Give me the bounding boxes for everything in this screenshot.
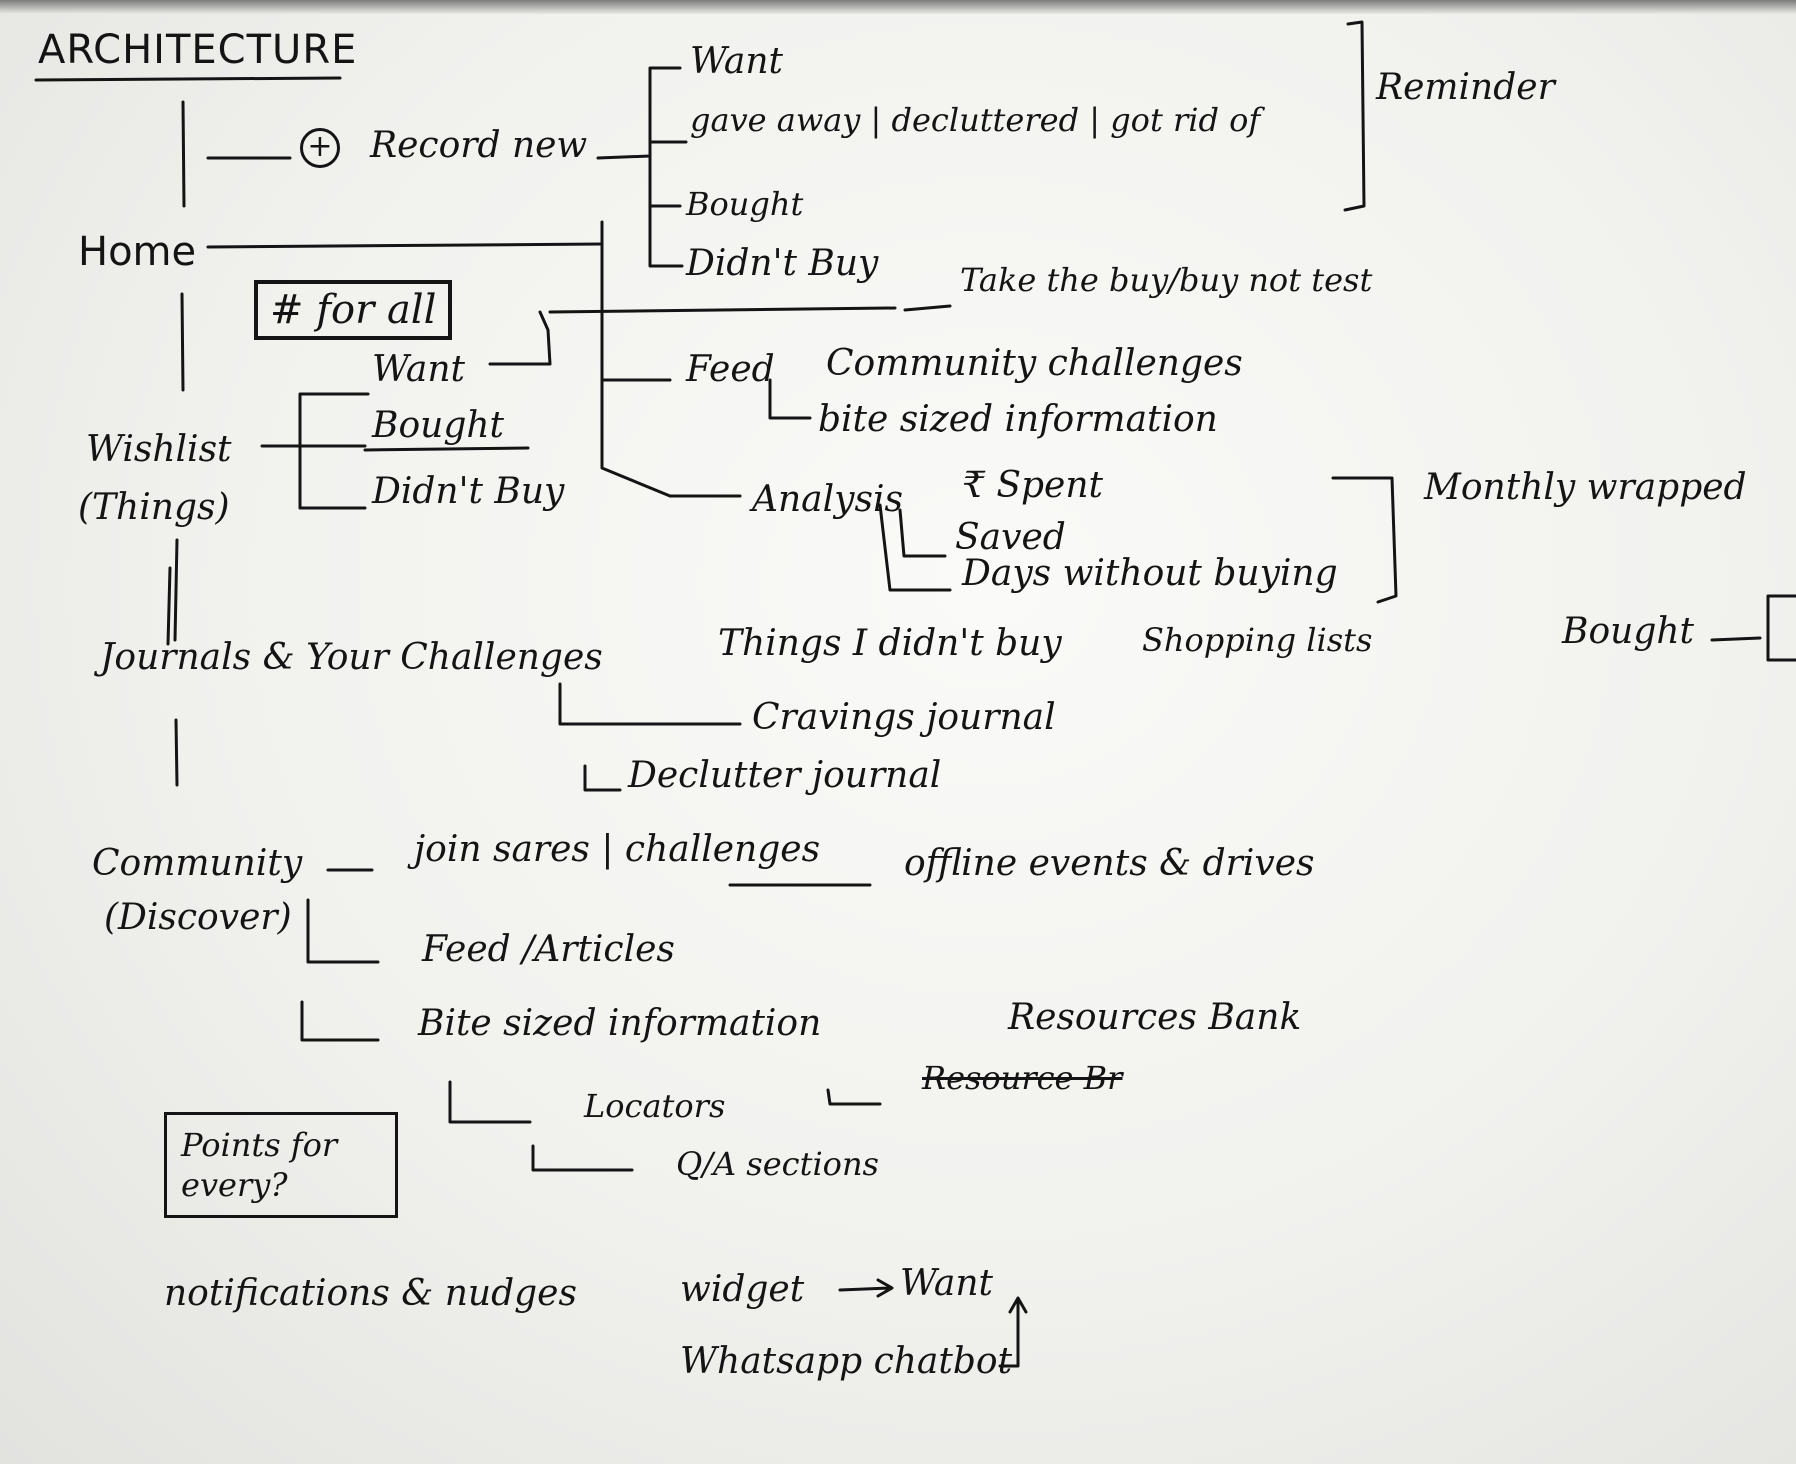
record-gave-away: gave away | decluttered | got rid of xyxy=(690,101,1261,139)
whatsapp-chatbot: Whatsapp chatbot xyxy=(680,1341,1013,1382)
journals-sub-2 xyxy=(583,764,622,792)
analysis-branches xyxy=(878,503,952,592)
notifications-nudges: notifications & nudges xyxy=(164,1273,577,1314)
hash-for-all-box: # for all xyxy=(254,280,453,340)
title-underline xyxy=(34,76,342,82)
record-bracket xyxy=(596,66,688,268)
qa-sections: Q/A sections xyxy=(676,1145,879,1183)
community-offline: offline events & drives xyxy=(904,843,1315,884)
analysis-days: Days without buying xyxy=(962,553,1338,594)
declutter-journal: Declutter journal xyxy=(628,755,942,796)
feed-sub xyxy=(768,378,812,420)
community-bracket xyxy=(300,898,380,1042)
resources-sub xyxy=(826,1088,882,1106)
home-to-right xyxy=(206,242,604,249)
reminder-bracket xyxy=(1343,20,1366,212)
wishlist-label: Wishlist xyxy=(86,429,232,470)
locators: Locators xyxy=(584,1087,726,1125)
community-label: Community xyxy=(92,843,303,884)
widget-want: Want xyxy=(900,1263,993,1304)
community-join: join sares | challenges xyxy=(414,829,821,870)
take-test-note: Take the buy/buy not test xyxy=(960,261,1373,299)
wishlist-sublabel: (Things) xyxy=(78,487,230,528)
take-test-line xyxy=(903,304,952,312)
feed-bite-sized: bite sized information xyxy=(818,399,1218,440)
qa-sub xyxy=(531,1144,634,1172)
analysis-saved: Saved xyxy=(955,517,1066,558)
spine-4 xyxy=(174,718,179,787)
journals-sub-1 xyxy=(558,682,742,726)
reminder-label: Reminder xyxy=(1376,67,1555,108)
spine-2 xyxy=(180,292,185,392)
record-new: Record new xyxy=(370,125,588,166)
spine-1 xyxy=(181,100,186,208)
hash-connector xyxy=(488,306,897,366)
wishlist-down xyxy=(166,566,172,646)
resources-bank: Resources Bank xyxy=(1008,997,1302,1038)
analysis-label: Analysis xyxy=(752,479,903,520)
record-bought: Bought xyxy=(686,185,804,223)
community-feed-articles: Feed /Articles xyxy=(422,929,675,970)
record-want: Want xyxy=(690,41,783,82)
spine-3 xyxy=(173,538,179,642)
journals-label: Journals & Your Challenges xyxy=(100,637,603,678)
shopping-lists: Shopping lists xyxy=(1142,621,1373,659)
wishlist-bracket xyxy=(298,392,370,510)
paper-top-shadow xyxy=(0,0,1796,14)
community-bite-sized: Bite sized information xyxy=(418,1003,822,1044)
resource-struck: Resource Br xyxy=(922,1059,1123,1097)
page-title: ARCHITECTURE xyxy=(38,27,358,73)
bought-right: Bought xyxy=(1562,611,1695,652)
widget-arrow xyxy=(838,1278,894,1298)
widget-label: widget xyxy=(680,1269,805,1310)
feed-community-challenges: Community challenges xyxy=(826,343,1243,384)
wishlist-didnt-buy: Didn't Buy xyxy=(372,471,565,512)
points-note: Points for every? xyxy=(164,1112,398,1218)
journals-things-didnt-buy: Things I didn't buy xyxy=(718,623,1062,664)
home-label: Home xyxy=(78,229,197,275)
analysis-bracket xyxy=(1331,476,1398,604)
cravings-journal: Cravings journal xyxy=(752,697,1056,738)
home-trunk xyxy=(600,220,742,498)
analysis-spent: ₹ Spent xyxy=(962,465,1104,506)
bought-underline xyxy=(363,446,530,452)
community-sublabel: (Discover) xyxy=(104,897,292,938)
wishlist-want: Want xyxy=(372,349,465,390)
bite-sub xyxy=(448,1080,532,1124)
record-didnt-buy: Didn't Buy xyxy=(686,243,879,284)
monthly-wrapped: Monthly wrapped xyxy=(1424,467,1747,508)
chatbot-up xyxy=(998,1296,1028,1368)
bought-right-line xyxy=(1710,594,1796,662)
feed-label: Feed xyxy=(686,349,775,390)
wishlist-bought: Bought xyxy=(372,405,505,446)
plus-icon: + xyxy=(300,128,340,168)
